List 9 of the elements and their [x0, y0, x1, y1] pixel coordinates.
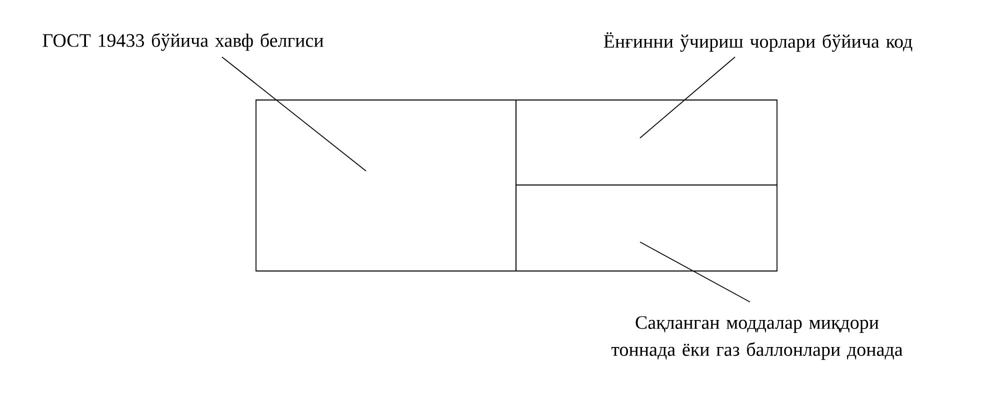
- label-text: Ёнғинни ўчириш чорлари бўйича код: [604, 32, 912, 52]
- label-text: ГОСТ 19433 бўйича хавф белгиси: [42, 33, 324, 51]
- leader-line: [640, 56, 736, 138]
- leader-line: [222, 56, 366, 172]
- leader-line: [640, 242, 750, 302]
- table-cell: [256, 100, 516, 272]
- table-cell: [516, 184, 778, 272]
- table-cell: [516, 100, 778, 186]
- label-text: Сақланган моддалар миқдори тоннада ёки газ баллонлари донада: [611, 316, 903, 360]
